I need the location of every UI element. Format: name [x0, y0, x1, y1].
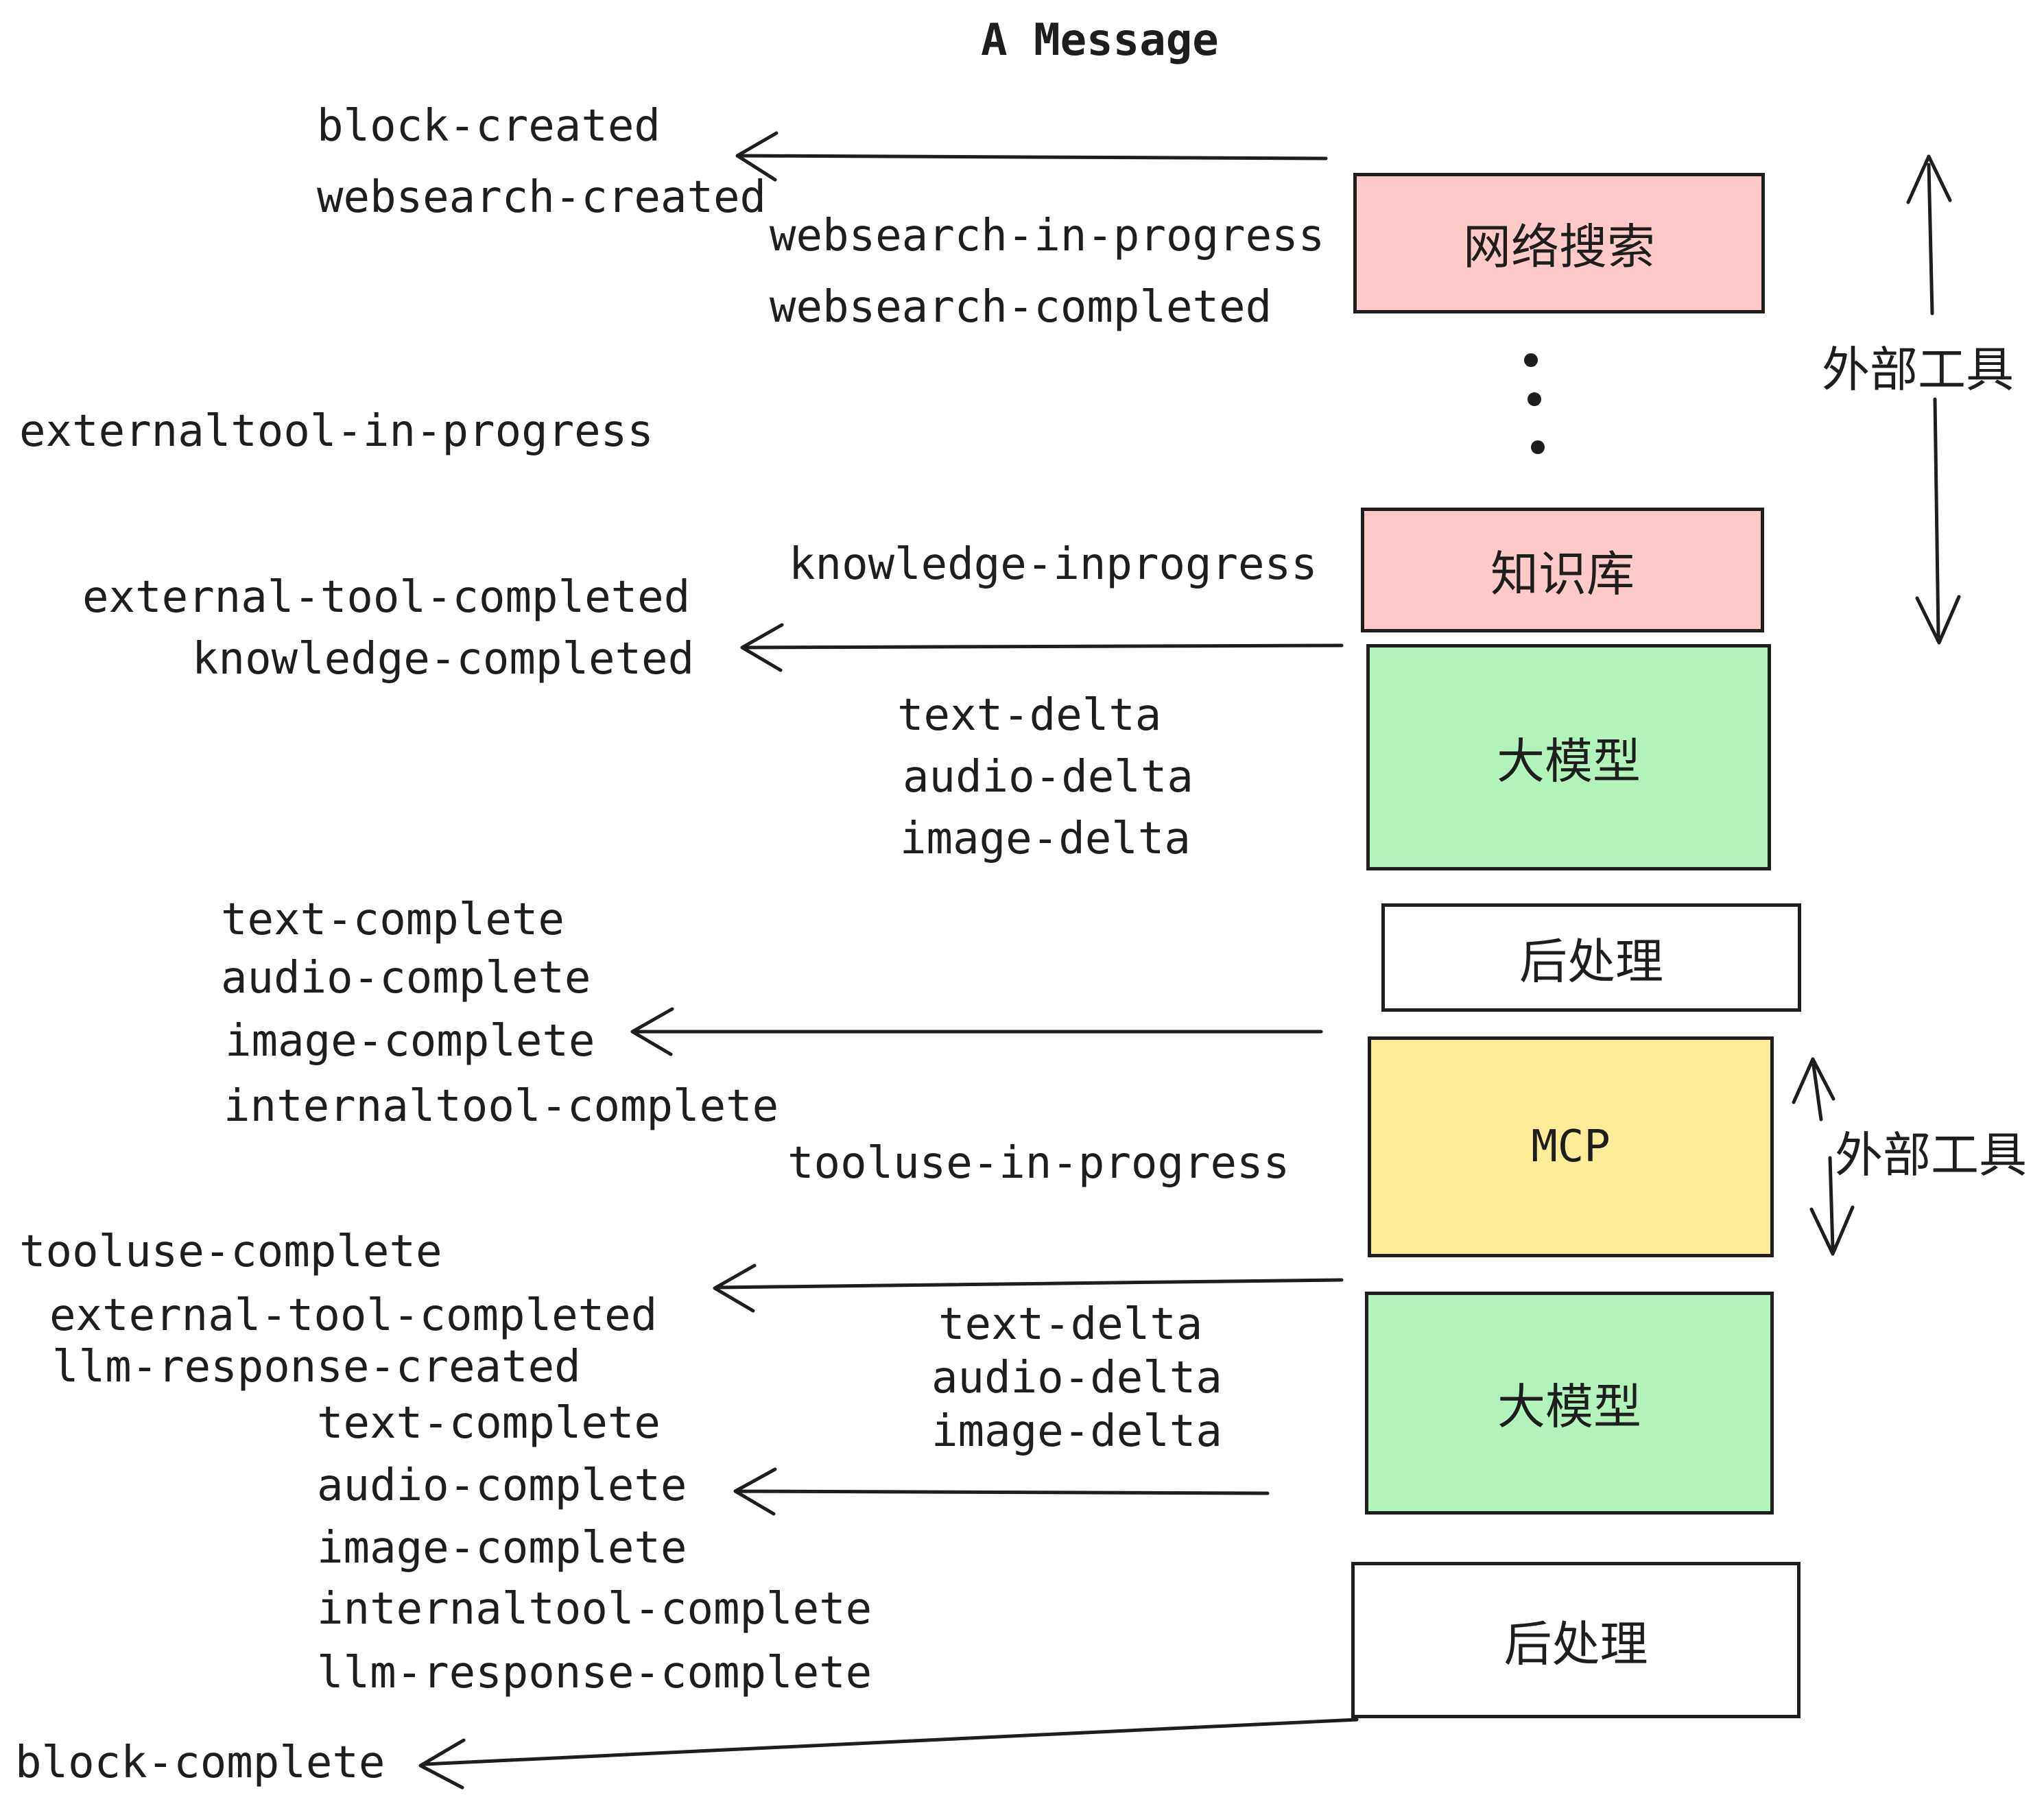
arrow-to-block-complete — [418, 1718, 1359, 1790]
event-audio-delta-1: audio-delta — [903, 752, 1193, 803]
box-knowledge: 知识库 — [1361, 508, 1764, 632]
event-llm-response-complete: llm-response-complete — [317, 1648, 872, 1698]
event-text-complete-1: text-complete — [221, 894, 565, 945]
event-text-complete-2: text-complete — [317, 1398, 661, 1449]
event-knowledge-completed: knowledge-completed — [192, 634, 695, 685]
event-tooluse-complete: tooluse-complete — [19, 1226, 442, 1277]
arrow-to-knowledge-completed — [740, 623, 1344, 672]
diagram-title: A Message — [981, 15, 1219, 66]
arrow-to-audio-complete — [733, 1467, 1270, 1516]
box-mcp: MCP — [1368, 1036, 1774, 1257]
box-websearch-label: 网络搜索 — [1463, 220, 1655, 274]
event-knowledge-inprogress: knowledge-inprogress — [789, 539, 1318, 590]
box-websearch: 网络搜索 — [1353, 173, 1765, 313]
box-postprocess-1: 后处理 — [1381, 903, 1801, 1012]
event-websearch-created: websearch-created — [317, 172, 767, 223]
box-llm-2-label: 大模型 — [1497, 1380, 1641, 1434]
box-postprocess-1-label: 后处理 — [1519, 934, 1663, 988]
event-internaltool-complete-2: internaltool-complete — [317, 1584, 872, 1635]
box-postprocess-2: 后处理 — [1351, 1562, 1801, 1718]
event-image-complete-2: image-complete — [317, 1523, 687, 1574]
event-text-delta-2: text-delta — [938, 1299, 1203, 1350]
event-llm-response-created: llm-response-created — [52, 1342, 581, 1392]
mcp-external-tools-up-arrow — [1792, 1057, 1835, 1121]
event-block-created: block-created — [317, 101, 661, 152]
event-external-tool-completed-1: external-tool-completed — [82, 572, 691, 623]
arrow-to-block-created — [735, 131, 1328, 182]
box-knowledge-label: 知识库 — [1490, 547, 1635, 601]
event-image-complete-1: image-complete — [225, 1016, 595, 1067]
event-websearch-completed: websearch-completed — [770, 282, 1272, 333]
external-tools-down-arrow — [1915, 397, 1961, 645]
event-internaltool-complete-1: internaltool-complete — [224, 1081, 779, 1132]
box-llm-1: 大模型 — [1366, 644, 1771, 870]
box-postprocess-2-label: 后处理 — [1504, 1617, 1648, 1671]
event-image-delta-2: image-delta — [931, 1406, 1222, 1457]
event-audio-delta-2: audio-delta — [931, 1353, 1222, 1403]
event-external-tool-completed-2: external-tool-completed — [49, 1290, 658, 1341]
event-image-delta-1: image-delta — [900, 814, 1191, 864]
box-llm-2: 大模型 — [1365, 1292, 1774, 1515]
external-tools-note-2: 外部工具 — [1835, 1128, 2027, 1182]
external-tools-note-1: 外部工具 — [1822, 343, 2014, 396]
event-block-complete: block-complete — [15, 1737, 385, 1788]
box-llm-1-label: 大模型 — [1497, 734, 1641, 788]
event-text-delta-1: text-delta — [897, 690, 1162, 741]
event-externaltool-in-progress: externaltool-in-progress — [19, 406, 654, 457]
event-audio-complete-2: audio-complete — [317, 1460, 687, 1511]
box-mcp-label: MCP — [1531, 1121, 1611, 1172]
event-tooluse-in-progress: tooluse-in-progress — [787, 1138, 1290, 1189]
external-tools-up-arrow — [1906, 154, 1952, 316]
event-audio-complete-1: audio-complete — [221, 953, 591, 1004]
ellipsis-dots — [1524, 353, 1545, 454]
arrow-to-image-complete — [630, 1007, 1323, 1056]
event-websearch-in-progress: websearch-in-progress — [770, 211, 1325, 261]
